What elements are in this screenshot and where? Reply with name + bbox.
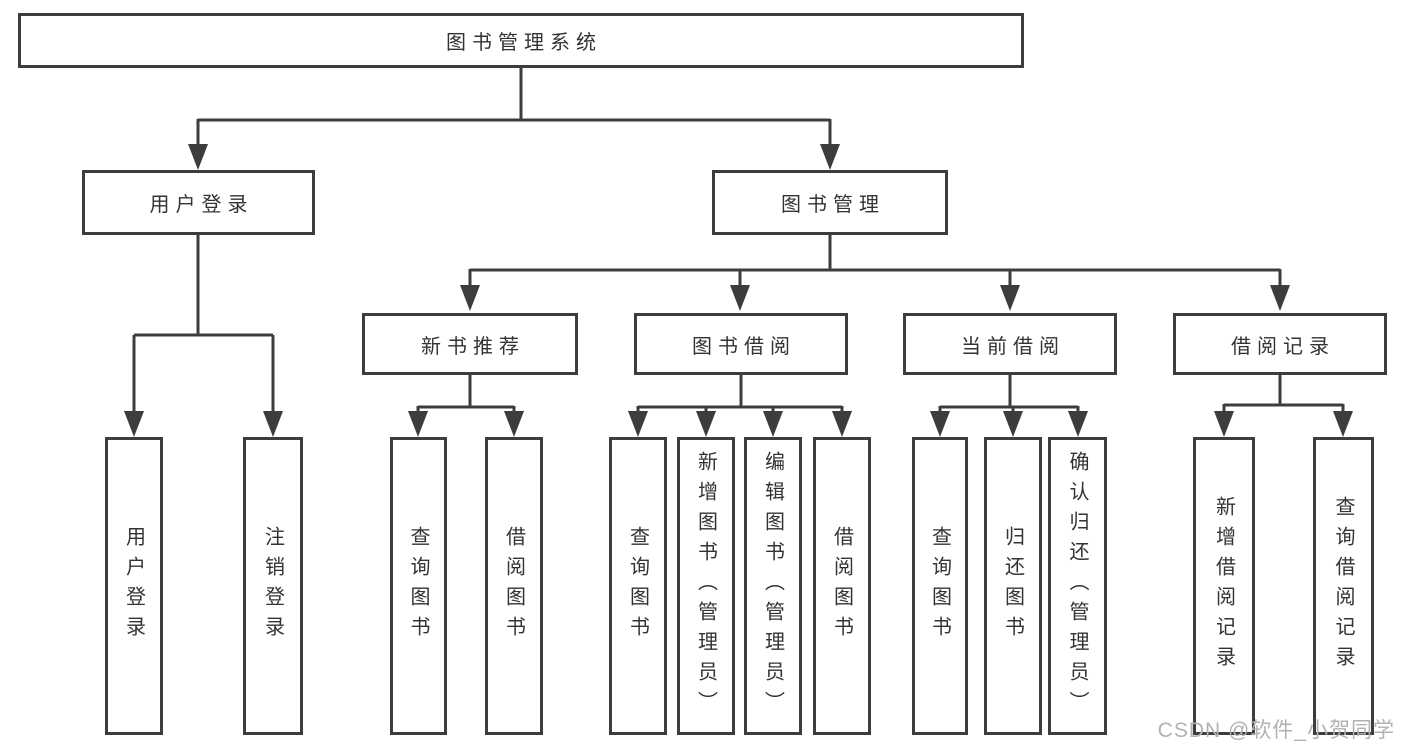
diagram-leaf-query-book-1: 查询图书 [390, 437, 447, 735]
diagram-leaf-query-borrow-record: 查询借阅记录 [1313, 437, 1374, 735]
diagram-leaf-query-book-2: 查询图书 [609, 437, 667, 735]
diagram-node-user-login: 用户登录 [82, 170, 315, 235]
diagram-leaf-confirm-return-admin: 确认归还（管理员） [1048, 437, 1107, 735]
diagram-leaf-edit-book-admin: 编辑图书（管理员） [744, 437, 802, 735]
diagram-leaf-user-login: 用户登录 [105, 437, 163, 735]
diagram-node-root: 图书管理系统 [18, 13, 1024, 68]
diagram-leaf-query-book-3: 查询图书 [912, 437, 968, 735]
diagram-node-book-borrow: 图书借阅 [634, 313, 848, 375]
diagram-node-borrow-records: 借阅记录 [1173, 313, 1387, 375]
diagram-leaf-borrow-book-1: 借阅图书 [485, 437, 543, 735]
diagram-leaf-borrow-book-2: 借阅图书 [813, 437, 871, 735]
diagram-leaf-add-book-admin: 新增图书（管理员） [677, 437, 735, 735]
diagram-leaf-logout: 注销登录 [243, 437, 303, 735]
csdn-watermark: CSDN @软件_小贺同学 [1157, 719, 1395, 742]
diagram-node-new-book-recommend: 新书推荐 [362, 313, 578, 375]
diagram-leaf-add-borrow-record: 新增借阅记录 [1193, 437, 1255, 735]
diagram-node-book-management: 图书管理 [712, 170, 948, 235]
diagram-leaf-return-book: 归还图书 [984, 437, 1042, 735]
diagram-node-current-borrow: 当前借阅 [903, 313, 1117, 375]
